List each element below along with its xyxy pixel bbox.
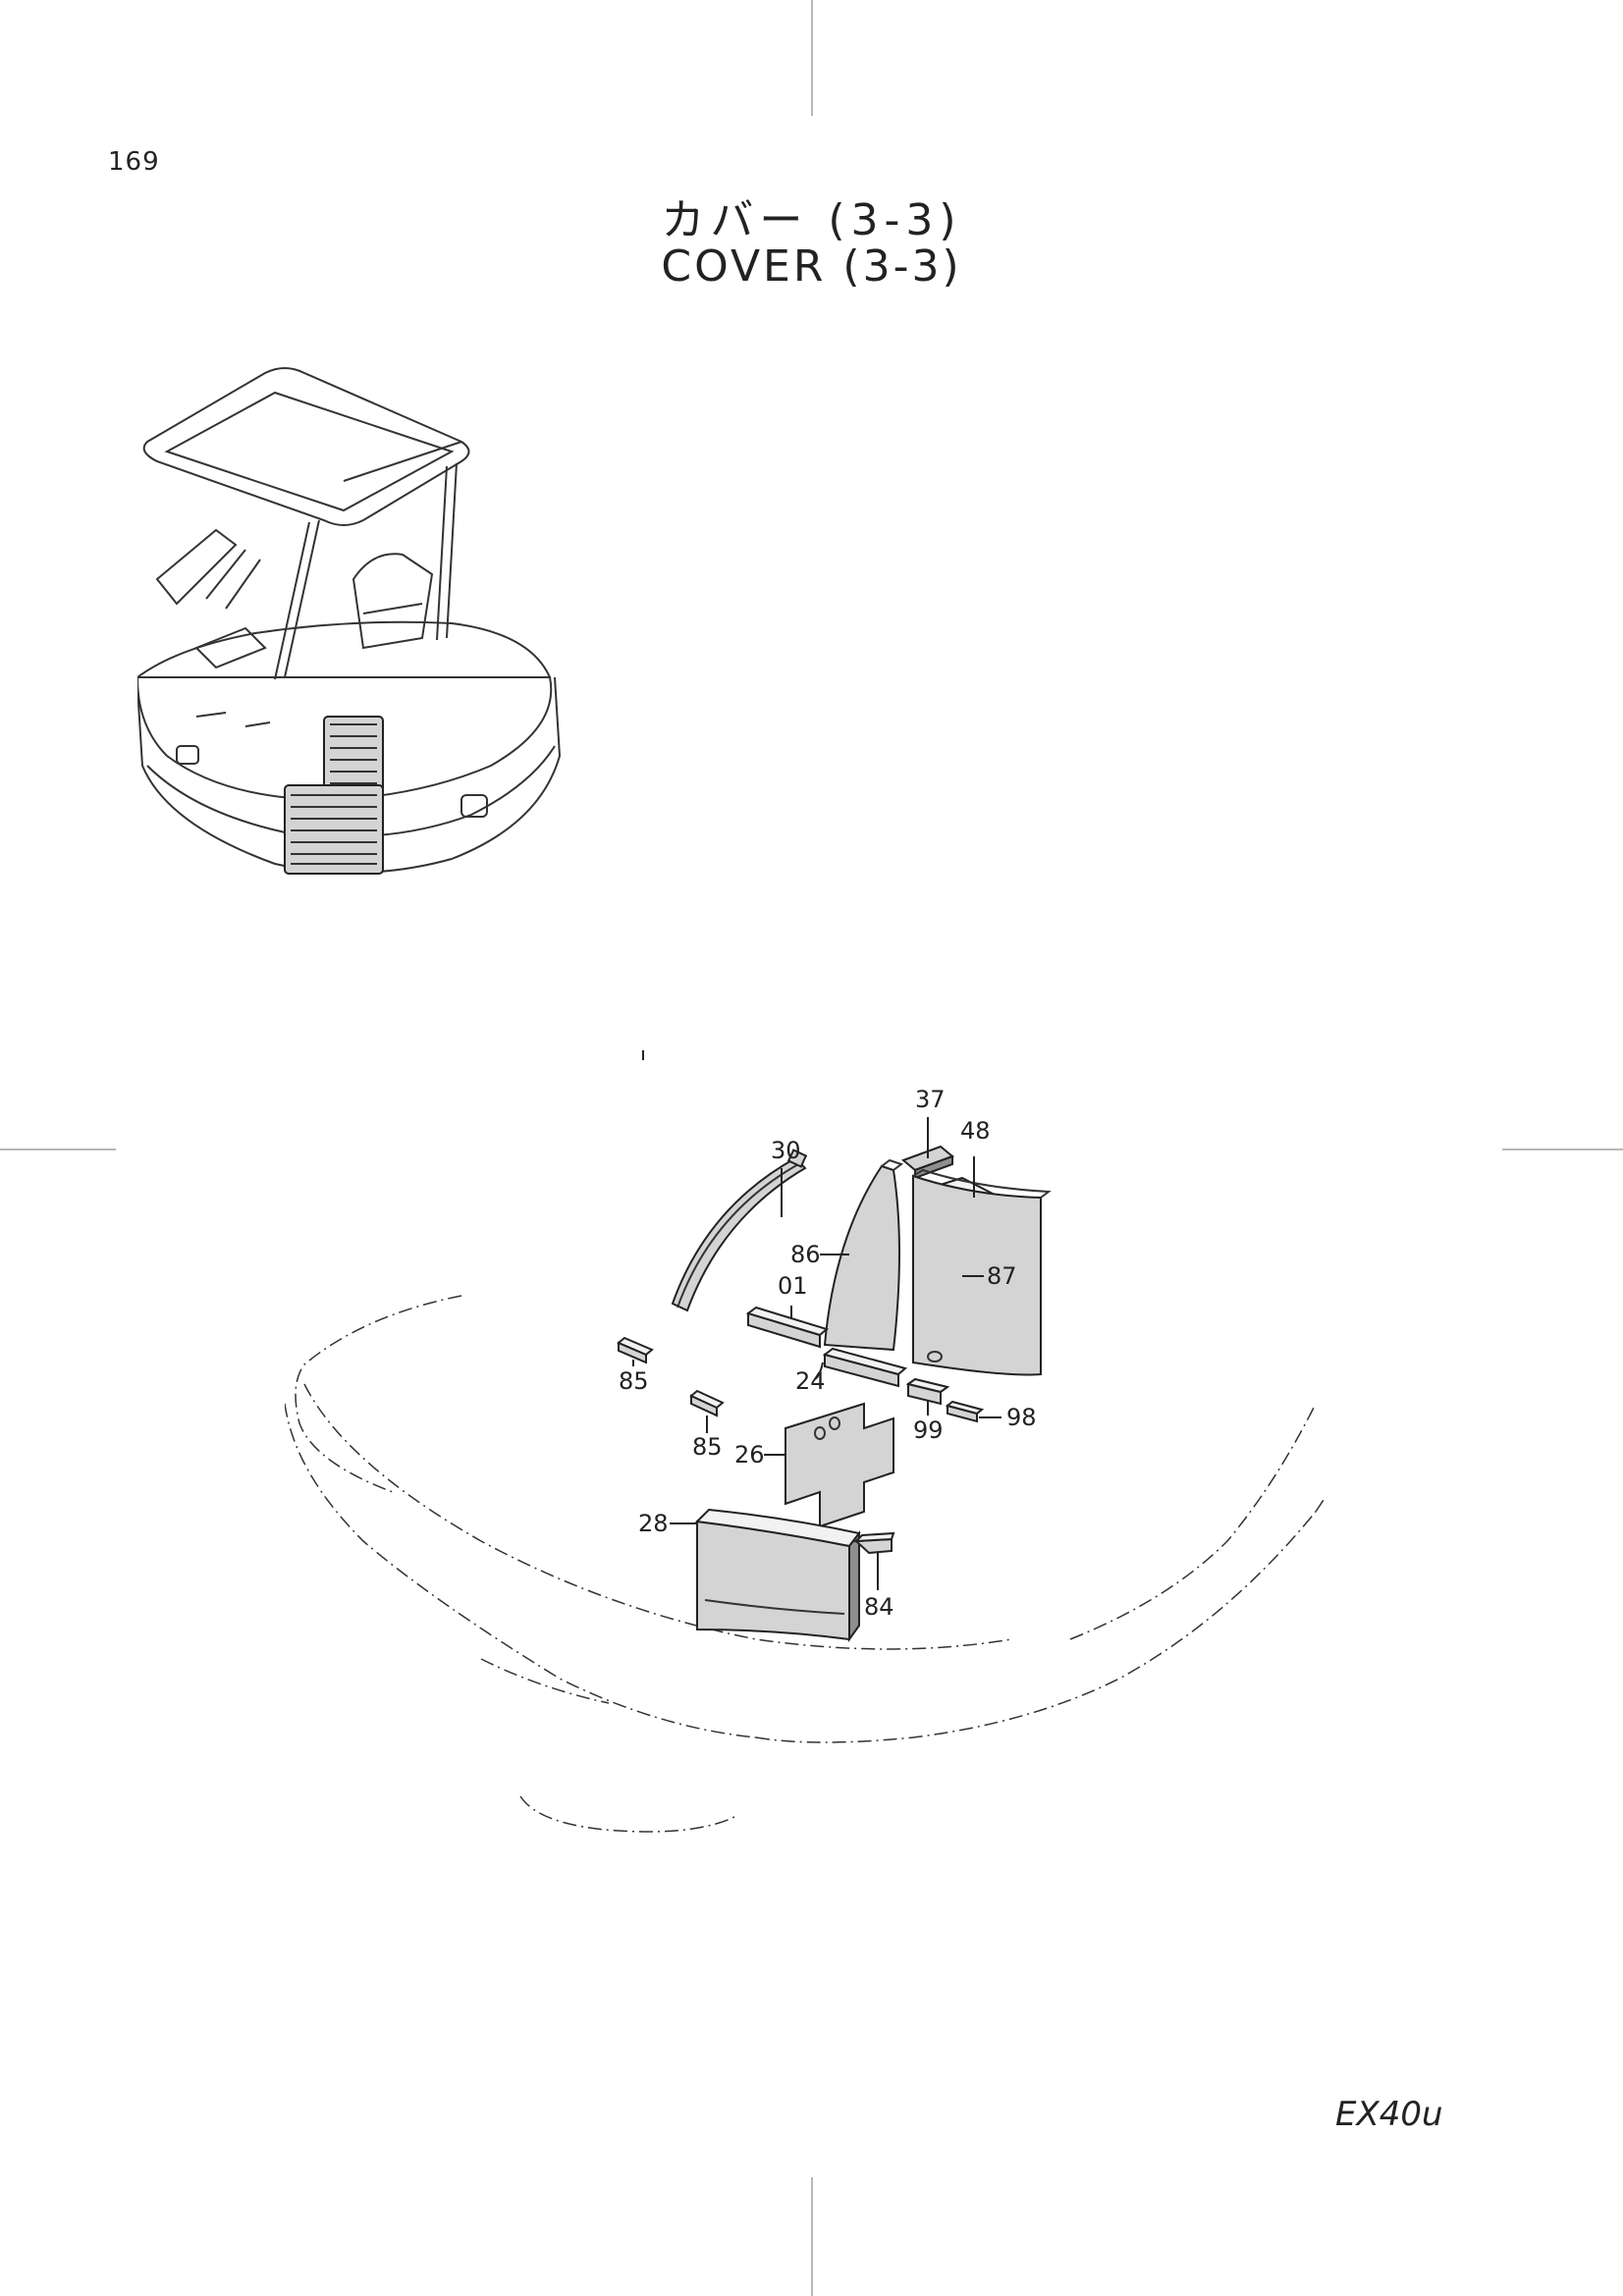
callout-86: 86 xyxy=(790,1241,821,1268)
page-number: 169 xyxy=(108,147,160,177)
machine-overview-illustration xyxy=(137,367,562,875)
callout-85-right: 85 xyxy=(692,1433,723,1461)
callout-26: 26 xyxy=(734,1441,765,1468)
trim-mark-top xyxy=(811,0,813,116)
page-title-japanese: カバー (3-3) xyxy=(661,195,962,245)
callout-48: 48 xyxy=(960,1117,991,1145)
trim-mark-left xyxy=(0,1148,116,1150)
callout-37: 37 xyxy=(915,1086,946,1113)
model-label: EX40u xyxy=(1335,2095,1443,2134)
callout-85-left: 85 xyxy=(619,1367,649,1395)
callout-84: 84 xyxy=(864,1593,894,1621)
callout-99: 99 xyxy=(913,1416,944,1444)
callout-30: 30 xyxy=(771,1137,801,1164)
callout-28: 28 xyxy=(638,1510,669,1537)
callout-87: 87 xyxy=(987,1262,1017,1290)
callout-24: 24 xyxy=(795,1367,826,1395)
trim-mark-right xyxy=(1502,1148,1623,1150)
page-title-english: COVER (3-3) xyxy=(661,241,962,292)
callout-98: 98 xyxy=(1006,1404,1037,1431)
exploded-parts-diagram: 37 48 30 86 87 01 24 99 98 85 85 26 28 8… xyxy=(285,1050,1326,1833)
callout-01: 01 xyxy=(778,1272,808,1300)
trim-mark-bottom xyxy=(811,2177,813,2296)
